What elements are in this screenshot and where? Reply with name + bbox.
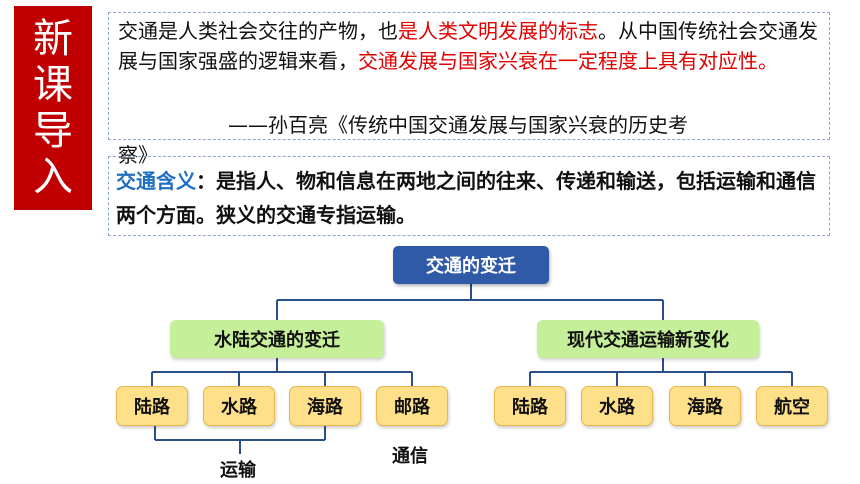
tree-leaf-right-4: 航空 bbox=[756, 386, 828, 426]
tree-leaf-left-1: 陆路 bbox=[116, 386, 188, 426]
quote-highlight-2: 交通发展与国家兴衰在一定程度上具有对应性。 bbox=[358, 49, 778, 73]
badge-char-3: 导 bbox=[33, 108, 73, 154]
tree-leaf-right-3: 海路 bbox=[669, 386, 741, 426]
tree-leaf-left-3: 海路 bbox=[289, 386, 361, 426]
definition-term: 交通含义 bbox=[116, 169, 196, 193]
definition-text: 交通含义：是指人、物和信息在两地之间的往来、传递和输送，包括运输和通信两个方面。… bbox=[116, 164, 828, 232]
definition-box bbox=[108, 156, 830, 236]
lesson-intro-badge: 新 课 导 入 bbox=[14, 6, 92, 210]
badge-char-2: 课 bbox=[33, 62, 73, 108]
definition-body: ：是指人、物和信息在两地之间的往来、传递和输送，包括运输和通信两个方面。狭义的交… bbox=[116, 169, 816, 227]
quote-text: 交通是人类社会交往的产物，也是人类文明发展的标志。从中国传统社会交通发展与国家强… bbox=[118, 16, 830, 76]
quote-source-line-1: ——孙百亮《传统中国交通发展与国家兴衰的历史考 bbox=[228, 113, 688, 137]
tree-branch-right: 现代交通运输新变化 bbox=[537, 320, 759, 358]
quote-part-1: 交通是人类社会交往的产物，也 bbox=[118, 19, 398, 43]
quote-source-line-2: 察》 bbox=[118, 143, 158, 167]
quote-box bbox=[108, 12, 830, 140]
tree-leaf-right-1: 陆路 bbox=[494, 386, 566, 426]
tree-leaf-right-2: 水路 bbox=[581, 386, 653, 426]
badge-char-4: 入 bbox=[33, 154, 73, 200]
tree-branch-left: 水陆交通的变迁 bbox=[170, 320, 384, 358]
quote-part-2: 。从中国传统社会交通发展与国家强盛的逻辑来看， bbox=[118, 19, 818, 73]
quote-highlight-1: 是人类文明发展的标志 bbox=[398, 19, 598, 43]
group-label-transport: 运输 bbox=[220, 460, 256, 481]
group-label-communication: 通信 bbox=[392, 446, 428, 467]
quote-source: ——孙百亮《传统中国交通发展与国家兴衰的历史考 察》 bbox=[118, 110, 830, 170]
tree-root-node: 交通的变迁 bbox=[393, 246, 549, 284]
tree-leaf-left-4: 邮路 bbox=[376, 386, 448, 426]
badge-char-1: 新 bbox=[33, 16, 73, 62]
tree-leaf-left-2: 水路 bbox=[203, 386, 275, 426]
